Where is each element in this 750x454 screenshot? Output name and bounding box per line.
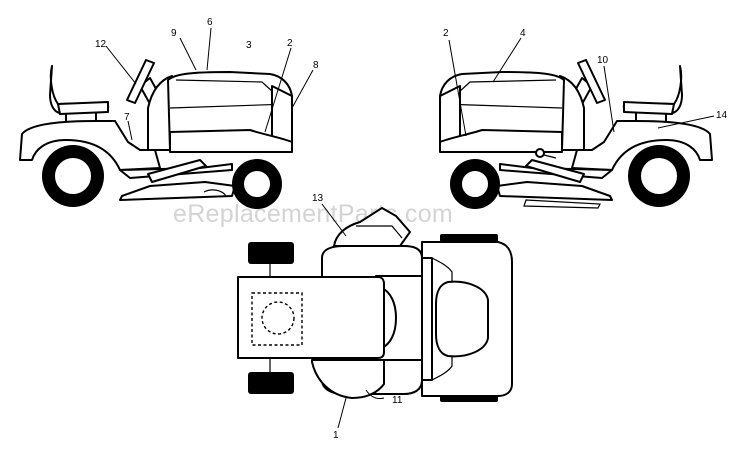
callout-13: 13 [312,193,324,204]
callout-2-right: 2 [443,28,449,39]
front-right-tire [248,372,294,394]
callout-2-left: 2 [287,38,293,49]
right-mower-deck [496,181,613,201]
callout-6: 6 [207,17,213,28]
right-mower-side-view: 2 4 10 14 [439,28,728,209]
bottom-mower-top-view: 13 11 1 [237,193,513,441]
watermark: eReplacementParts.com [173,200,453,228]
left-mower-side-view: 12 9 6 3 2 8 7 [19,17,319,209]
callout-7: 7 [124,112,130,123]
callout-10: 10 [597,55,609,66]
seat-top-view [435,280,489,358]
callout-9: 9 [171,28,177,39]
discharge-chute [333,207,411,247]
front-left-tire [248,242,294,264]
callout-14: 14 [716,110,728,121]
callout-1: 1 [333,430,339,441]
callout-11: 11 [392,395,403,406]
right-rear-fender [571,120,713,171]
right-steering-wheel [577,59,606,104]
left-rear-fender [19,120,161,171]
callout-8: 8 [313,60,319,71]
hood-top-view [237,276,385,359]
left-steering-wheel [126,59,155,104]
callout-3: 3 [246,40,252,51]
hood-decal-area [251,292,303,346]
callout-4: 4 [520,28,526,39]
callout-12: 12 [95,39,107,50]
